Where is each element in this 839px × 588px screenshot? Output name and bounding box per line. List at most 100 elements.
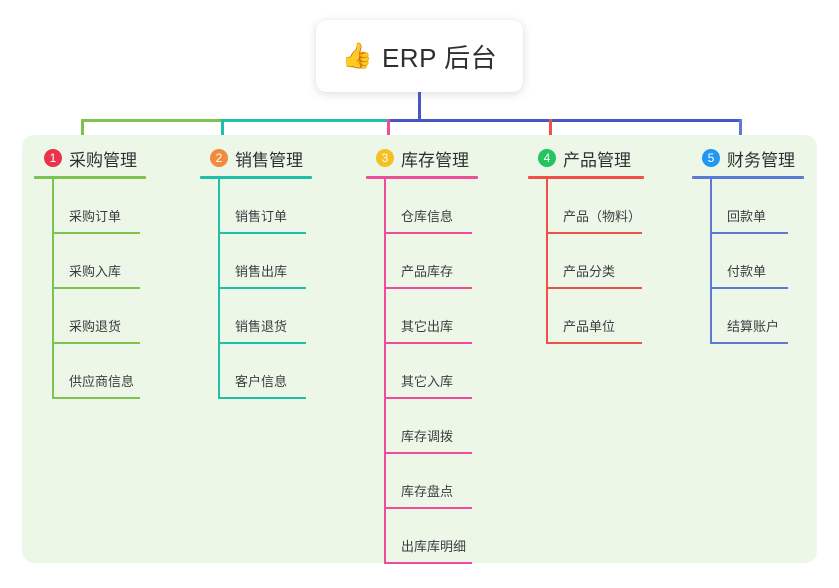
branch-badge-2: 2 bbox=[210, 149, 228, 167]
branch-4[interactable]: 4 产品管理产品（物料） 产品分类产品单位 bbox=[528, 145, 644, 344]
branch-1[interactable]: 1 采购管理采购订单采购入库采购退货供应商信息 bbox=[34, 145, 146, 399]
list-item-label: 产品分类 bbox=[563, 264, 616, 279]
list-item[interactable]: 回款单 bbox=[710, 179, 804, 234]
list-item[interactable]: 其它入库 bbox=[384, 344, 478, 399]
list-item-rule bbox=[710, 287, 788, 289]
drop-4-connector bbox=[549, 119, 552, 145]
branch-badge-4: 4 bbox=[538, 149, 556, 167]
branch-3[interactable]: 3 库存管理仓库信息产品库存其它出库其它入库库存调拨库存盘点出库库明细 bbox=[366, 145, 478, 564]
list-item-rule bbox=[52, 232, 140, 234]
list-item-label: 结算账户 bbox=[727, 319, 780, 334]
list-item[interactable]: 销售订单 bbox=[218, 179, 312, 234]
list-item-rule bbox=[384, 452, 472, 454]
list-item[interactable]: 采购入库 bbox=[52, 234, 146, 289]
list-item-label: 出库库明细 bbox=[401, 539, 467, 554]
drop-3-connector bbox=[387, 119, 390, 145]
root-node[interactable]: 👍 ERP 后台 bbox=[316, 20, 523, 92]
branch-spine-5 bbox=[710, 179, 712, 344]
list-item-rule bbox=[546, 287, 642, 289]
list-item[interactable]: 销售退货 bbox=[218, 289, 312, 344]
drop-2-connector bbox=[221, 119, 224, 145]
list-item-rule bbox=[710, 232, 788, 234]
list-item[interactable]: 产品（物料） bbox=[546, 179, 644, 234]
drop-5-connector bbox=[739, 119, 742, 145]
list-item-label: 付款单 bbox=[727, 264, 767, 279]
branch-items-5: 回款单付款单结算账户 bbox=[710, 179, 804, 344]
list-item-rule bbox=[384, 232, 472, 234]
list-item-label: 库存盘点 bbox=[401, 484, 454, 499]
list-item-rule bbox=[384, 397, 472, 399]
list-item-label: 仓库信息 bbox=[401, 209, 454, 224]
list-item[interactable]: 出库库明细 bbox=[384, 509, 478, 564]
list-item-rule bbox=[546, 342, 642, 344]
branch-rule-5 bbox=[692, 176, 804, 179]
list-item-rule bbox=[384, 287, 472, 289]
list-item[interactable]: 销售出库 bbox=[218, 234, 312, 289]
list-item[interactable]: 结算账户 bbox=[710, 289, 804, 344]
branch-items-3: 仓库信息产品库存其它出库其它入库库存调拨库存盘点出库库明细 bbox=[384, 179, 478, 564]
branch-rule-1 bbox=[34, 176, 146, 179]
list-item-label: 销售退货 bbox=[235, 319, 288, 334]
list-item[interactable]: 采购订单 bbox=[52, 179, 146, 234]
branch-items-2: 销售订单销售出库销售退货客户信息 bbox=[218, 179, 312, 399]
branch-title-1: 采购管理 bbox=[69, 150, 137, 170]
list-item-rule bbox=[546, 232, 642, 234]
list-item-label: 采购订单 bbox=[69, 209, 122, 224]
branch-header-3[interactable]: 3 库存管理 bbox=[366, 145, 478, 171]
list-item-label: 采购入库 bbox=[69, 264, 122, 279]
list-item-label: 供应商信息 bbox=[69, 374, 135, 389]
list-item[interactable]: 其它出库 bbox=[384, 289, 478, 344]
list-item[interactable]: 产品分类 bbox=[546, 234, 644, 289]
branch-badge-1: 1 bbox=[44, 149, 62, 167]
branch-badge-3: 3 bbox=[376, 149, 394, 167]
list-item[interactable]: 供应商信息 bbox=[52, 344, 146, 399]
list-item[interactable]: 采购退货 bbox=[52, 289, 146, 344]
branch-title-4: 产品管理 bbox=[563, 150, 631, 170]
branch-spine-1 bbox=[52, 179, 54, 399]
branch-items-4: 产品（物料） 产品分类产品单位 bbox=[546, 179, 644, 344]
branch-header-2[interactable]: 2 销售管理 bbox=[200, 145, 312, 171]
branch-spine-3 bbox=[384, 179, 386, 564]
list-item-rule bbox=[52, 397, 140, 399]
list-item-rule bbox=[710, 342, 788, 344]
list-item-label: 库存调拨 bbox=[401, 429, 454, 444]
list-item-label: 其它入库 bbox=[401, 374, 454, 389]
bar-indigo-segment bbox=[387, 119, 739, 122]
list-item-label: 销售出库 bbox=[235, 264, 288, 279]
list-item-label: 产品（物料） bbox=[563, 209, 642, 224]
branch-header-4[interactable]: 4 产品管理 bbox=[528, 145, 644, 171]
list-item-rule bbox=[218, 397, 306, 399]
branch-title-2: 销售管理 bbox=[235, 150, 303, 170]
branch-rule-2 bbox=[200, 176, 312, 179]
list-item[interactable]: 产品库存 bbox=[384, 234, 478, 289]
list-item-label: 回款单 bbox=[727, 209, 767, 224]
list-item-label: 其它出库 bbox=[401, 319, 454, 334]
list-item[interactable]: 仓库信息 bbox=[384, 179, 478, 234]
branch-header-1[interactable]: 1 采购管理 bbox=[34, 145, 146, 171]
branch-2[interactable]: 2 销售管理销售订单销售出库销售退货客户信息 bbox=[200, 145, 312, 399]
list-item[interactable]: 客户信息 bbox=[218, 344, 312, 399]
list-item[interactable]: 付款单 bbox=[710, 234, 804, 289]
list-item-rule bbox=[218, 232, 306, 234]
root-trunk-connector bbox=[418, 92, 421, 122]
branch-rule-3 bbox=[366, 176, 478, 179]
list-item[interactable]: 产品单位 bbox=[546, 289, 644, 344]
list-item-label: 采购退货 bbox=[69, 319, 122, 334]
list-item-label: 客户信息 bbox=[235, 374, 288, 389]
list-item-rule bbox=[384, 507, 472, 509]
branch-rule-4 bbox=[528, 176, 644, 179]
branch-spine-4 bbox=[546, 179, 548, 344]
thumbs-up-icon: 👍 bbox=[341, 41, 373, 70]
branch-title-3: 库存管理 bbox=[401, 150, 469, 170]
bar-green-segment bbox=[81, 119, 221, 122]
list-item-rule bbox=[218, 342, 306, 344]
branch-spine-2 bbox=[218, 179, 220, 399]
root-title: ERP 后台 bbox=[381, 42, 498, 73]
list-item[interactable]: 库存调拨 bbox=[384, 399, 478, 454]
list-item[interactable]: 库存盘点 bbox=[384, 454, 478, 509]
list-item-rule bbox=[52, 342, 140, 344]
list-item-label: 产品单位 bbox=[563, 319, 616, 334]
